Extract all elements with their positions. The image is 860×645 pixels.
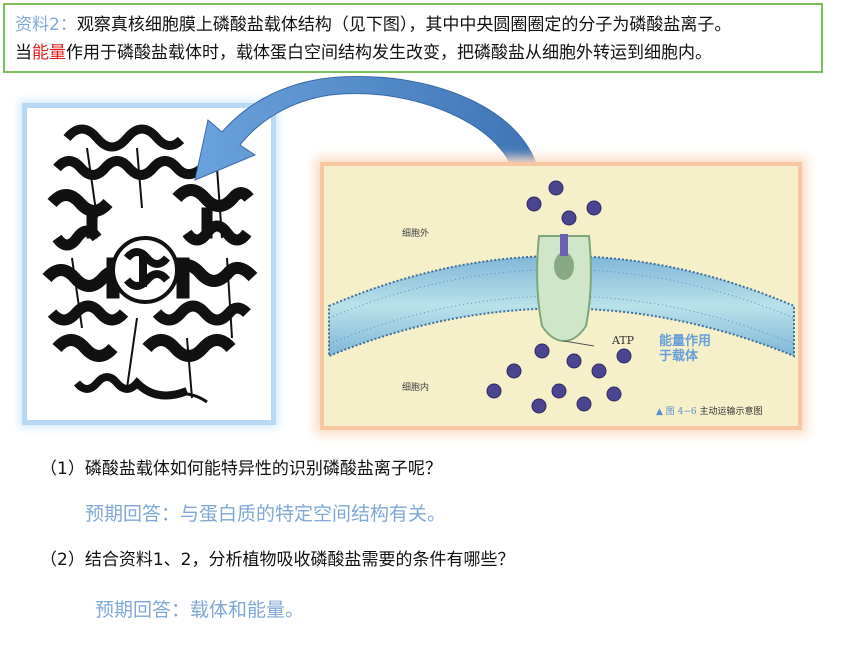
atp-label: ATP <box>612 334 635 347</box>
answer-2: 预期回答：载体和能量。 <box>95 599 305 621</box>
material-line-1-text: 观察真核细胞膜上磷酸盐载体结构（见下图），其中中央圆圈圈定的分子为磷酸盐离子。 <box>76 15 732 35</box>
inside-cell-label: 细胞内 <box>402 383 430 393</box>
membrane-drawing <box>328 234 795 358</box>
outside-cell-label: 细胞外 <box>402 229 430 239</box>
question-1: （1）磷酸盐载体如何能特异性的识别磷酸盐离子呢？ <box>40 459 442 479</box>
membrane-diagram: 细胞外 细胞内 ATP 能量作用 于载体 ▲ 图 4−6 主动运输示意图 <box>320 162 802 430</box>
answer-1: 预期回答：与蛋白质的特定空间结构有关。 <box>85 503 447 525</box>
phosphate-ions <box>486 180 632 414</box>
energy-highlight: 能量 <box>32 43 66 63</box>
curved-arrow-icon <box>194 75 541 184</box>
figure-number: ▲ 图 4−6 <box>656 407 697 417</box>
figure-caption: ▲ 图 4−6 主动运输示意图 <box>656 404 763 417</box>
material-line-2-after: 作用于磷酸盐载体时，载体蛋白空间结构发生改变，把磷酸盐从细胞外转运到细胞内。 <box>66 43 712 63</box>
energy-overlay-text: 能量作用 于载体 <box>659 334 711 364</box>
figure-title: 主动运输示意图 <box>699 407 763 417</box>
material-line-2: 当能量作用于磷酸盐载体时，载体蛋白空间结构发生改变，把磷酸盐从细胞外转运到细胞内… <box>15 39 811 67</box>
energy-overlay-line-2: 于载体 <box>659 349 699 364</box>
material-line-1: 资料2：观察真核细胞膜上磷酸盐载体结构（见下图），其中中央圆圈圈定的分子为磷酸盐… <box>15 11 811 39</box>
material-label: 资料2： <box>15 15 77 35</box>
material-box: 资料2：观察真核细胞膜上磷酸盐载体结构（见下图），其中中央圆圈圈定的分子为磷酸盐… <box>3 3 823 73</box>
question-2: （2）结合资料1、2，分析植物吸收磷酸盐需要的条件有哪些？ <box>40 550 515 570</box>
protein-ribbon-drawing <box>42 124 258 404</box>
energy-overlay-line-1: 能量作用 <box>659 334 712 349</box>
material-line-2-before: 当 <box>15 43 32 63</box>
